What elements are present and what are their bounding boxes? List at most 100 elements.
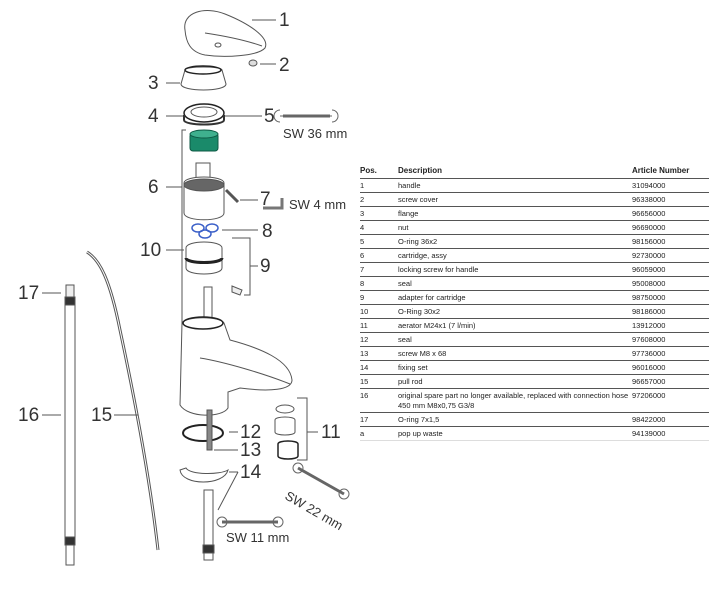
part-screw-cover xyxy=(248,59,258,67)
callout-13: 13 xyxy=(240,440,262,461)
cell-pos: 15 xyxy=(360,374,398,389)
cell-article-number: 97736000 xyxy=(632,346,709,361)
cell-description: original spare part no longer available,… xyxy=(398,388,632,413)
part-aerator xyxy=(274,404,299,460)
wrench-sw22 xyxy=(292,462,350,500)
callout-10: 10 xyxy=(140,240,162,261)
cell-article-number: 96059000 xyxy=(632,262,709,277)
cell-article-number: 96656000 xyxy=(632,206,709,221)
cell-article-number: 31094000 xyxy=(632,178,709,193)
callout-17: 17 xyxy=(18,283,40,304)
cell-pos: 6 xyxy=(360,248,398,263)
cell-pos: 7 xyxy=(360,262,398,277)
cell-description: O-Ring 30x2 xyxy=(398,304,632,319)
cell-pos: 12 xyxy=(360,332,398,347)
diagram-drawing xyxy=(42,10,350,566)
cell-article-number: 96016000 xyxy=(632,360,709,375)
cell-pos: 9 xyxy=(360,290,398,305)
cell-pos: 11 xyxy=(360,318,398,333)
cell-pos: 16 xyxy=(360,388,398,413)
cell-article-number: 98422000 xyxy=(632,412,709,427)
cell-description: handle xyxy=(398,178,632,193)
cell-description: seal xyxy=(398,276,632,291)
cell-description: aerator M24x1 (7 l/min) xyxy=(398,318,632,333)
cell-article-number: 94139000 xyxy=(632,426,709,441)
cell-pos: 17 xyxy=(360,412,398,427)
callout-15: 15 xyxy=(91,405,113,426)
cell-description: seal xyxy=(398,332,632,347)
wrench-sw36 xyxy=(273,109,339,123)
cell-article-number: 96657000 xyxy=(632,374,709,389)
cell-article-number: 96690000 xyxy=(632,220,709,235)
part-pull-rod xyxy=(86,250,160,551)
callout-12: 12 xyxy=(240,422,262,443)
cell-pos: 10 xyxy=(360,304,398,319)
cell-article-number: 98750000 xyxy=(632,290,709,305)
callout-2: 2 xyxy=(279,55,290,76)
cell-pos: 5 xyxy=(360,234,398,249)
cell-article-number: 96338000 xyxy=(632,192,709,207)
cell-pos: 3 xyxy=(360,206,398,221)
cell-description: pop up waste xyxy=(398,426,632,441)
cell-article-number: 97608000 xyxy=(632,332,709,347)
table-header-row: Pos. Description Article Number xyxy=(360,163,709,179)
part-adapter-clip xyxy=(231,285,243,296)
allen-key-sw4 xyxy=(263,198,284,210)
callout-9: 9 xyxy=(260,256,271,277)
cell-description: flange xyxy=(398,206,632,221)
cell-description: cartridge, assy xyxy=(398,248,632,263)
callout-3: 3 xyxy=(148,73,159,94)
part-locking-screw xyxy=(224,188,240,204)
wrench-label-sw36: SW 36 mm xyxy=(283,126,348,141)
part-fixing-set xyxy=(179,467,229,483)
cell-pos: 8 xyxy=(360,276,398,291)
cell-pos: 13 xyxy=(360,346,398,361)
callout-6: 6 xyxy=(148,177,159,198)
cell-pos: 2 xyxy=(360,192,398,207)
cell-description: O-ring 36x2 xyxy=(398,234,632,249)
callout-4: 4 xyxy=(148,106,159,127)
part-handle xyxy=(184,10,267,57)
cell-article-number: 97206000 xyxy=(632,388,709,413)
cell-pos: 14 xyxy=(360,360,398,375)
cell-description: nut xyxy=(398,220,632,235)
callout-7: 7 xyxy=(260,189,271,210)
part-adapter xyxy=(185,241,223,275)
part-seal-base xyxy=(182,424,224,442)
callout-8: 8 xyxy=(262,221,273,242)
cell-pos: a xyxy=(360,426,398,441)
cell-article-number: 13912000 xyxy=(632,318,709,333)
cell-description: locking screw for handle xyxy=(398,262,632,277)
cell-description: adapter for cartridge xyxy=(398,290,632,305)
header-pos: Pos. xyxy=(360,163,398,179)
cell-description: screw M8 x 68 xyxy=(398,346,632,361)
cell-pos: 4 xyxy=(360,220,398,235)
callout-5: 5 xyxy=(264,106,275,127)
wrench-label-sw11: SW 11 mm xyxy=(226,530,290,545)
cell-article-number: 98156000 xyxy=(632,234,709,249)
header-article-number: Article Number xyxy=(632,163,709,179)
wrench-label-sw4: SW 4 mm xyxy=(289,197,347,212)
exploded-view-diagram: 1 2 3 4 5 SW 36 mm 6 7 SW 4 mm 8 9 10 17… xyxy=(0,0,360,600)
cell-pos: 1 xyxy=(360,178,398,193)
cell-article-number: 92730000 xyxy=(632,248,709,263)
cell-description: pull rod xyxy=(398,374,632,389)
callout-16: 16 xyxy=(18,405,40,426)
part-seal-orings xyxy=(191,223,219,239)
cell-description: screw cover xyxy=(398,192,632,207)
callout-14: 14 xyxy=(240,462,262,483)
callout-11: 11 xyxy=(321,422,341,443)
